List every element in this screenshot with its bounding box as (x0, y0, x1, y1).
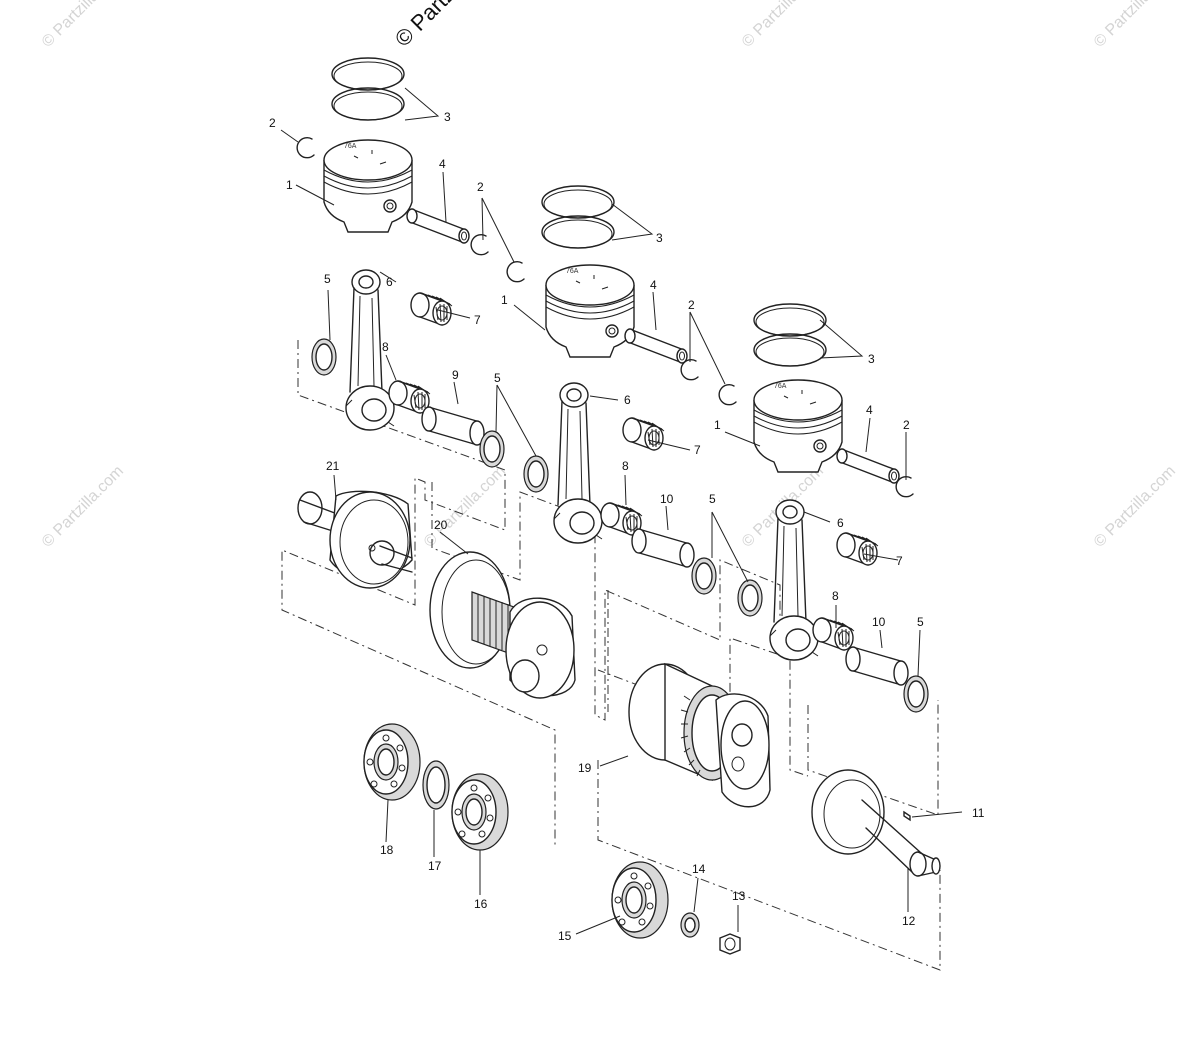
piston-assembly-2: 76A (541, 185, 763, 617)
callout-2: 2 (688, 298, 695, 312)
crankshaft-end-right (811, 769, 941, 877)
snap-ring (680, 359, 699, 381)
callout-7: 7 (474, 313, 481, 327)
piston-marking: 76A (566, 268, 579, 275)
piston-rings (541, 185, 615, 249)
callout-4: 4 (439, 157, 446, 171)
callout-12: 12 (902, 914, 916, 928)
piston-marking: 76A (344, 143, 357, 150)
callout-6: 6 (624, 393, 631, 407)
callout-7: 7 (694, 443, 701, 457)
callout-17: 17 (428, 859, 442, 873)
callout-14: 14 (692, 862, 706, 876)
watermark: © Partzilla.com (739, 0, 827, 51)
callout-3: 3 (868, 352, 875, 366)
callout-8: 8 (622, 459, 629, 473)
callout-11: 11 (972, 806, 985, 820)
callout-13: 13 (732, 889, 746, 903)
callout-3: 3 (656, 231, 663, 245)
needle-bearing (836, 532, 879, 566)
connecting-rod (769, 499, 819, 661)
piston (545, 264, 635, 358)
callout-8: 8 (832, 589, 839, 603)
piston-rings (753, 303, 827, 367)
piston-assembly-3: 76A (753, 303, 929, 713)
piston (753, 379, 843, 473)
callout-1: 1 (286, 178, 293, 192)
callout-2: 2 (903, 418, 910, 432)
thrust-washer (311, 338, 337, 376)
needle-bearing (622, 417, 665, 451)
callout-20: 20 (434, 518, 448, 532)
callout-6: 6 (386, 275, 393, 289)
thrust-washer (479, 430, 505, 468)
thrust-washer (523, 455, 549, 493)
piston (323, 139, 413, 233)
watermark-top: © Partz (390, 0, 460, 52)
watermark: © Partzilla.com (1091, 0, 1179, 51)
callout-6: 6 (837, 516, 844, 530)
callout-1: 1 (714, 418, 721, 432)
callout-5: 5 (709, 492, 716, 506)
thrust-washer (903, 675, 929, 713)
callout-10: 10 (660, 492, 674, 506)
crank-pin (845, 646, 909, 686)
callout-1: 1 (501, 293, 508, 307)
connecting-rod (553, 382, 603, 544)
crankshaft-section-middle (429, 551, 576, 699)
snap-ring (718, 384, 737, 406)
snap-ring (470, 234, 489, 256)
leader-lines (280, 87, 963, 935)
watermark: © Partzilla.com (1091, 463, 1179, 551)
piston-marking: 76A (774, 383, 787, 390)
callout-21: 21 (326, 459, 340, 473)
callout-8: 8 (382, 340, 389, 354)
wrist-pin (836, 448, 900, 484)
nut (719, 933, 741, 955)
callout-19: 19 (578, 761, 592, 775)
main-bearings (363, 723, 741, 955)
needle-bearing (388, 380, 431, 414)
watermark: © Partzilla.com (39, 0, 127, 51)
snap-ring (895, 476, 914, 498)
callouts: 2 1 3 4 2 3 5 6 7 1 4 2 3 8 9 5 6 1 4 2 … (269, 110, 985, 943)
needle-bearing (410, 292, 453, 326)
snap-ring (296, 137, 315, 159)
callout-7: 7 (896, 554, 903, 568)
piston-rings (331, 57, 405, 121)
callout-5: 5 (917, 615, 924, 629)
main-bearing (611, 861, 669, 939)
callout-2: 2 (269, 116, 276, 130)
snap-ring (506, 261, 525, 283)
callout-5: 5 (324, 272, 331, 286)
wrist-pin (406, 208, 470, 244)
callout-16: 16 (474, 897, 488, 911)
watermark: © Partzilla.com (421, 463, 509, 551)
callout-15: 15 (558, 929, 572, 943)
callout-3: 3 (444, 110, 451, 124)
crankshaft-end-left (297, 490, 413, 589)
needle-bearing (812, 617, 855, 651)
callout-2: 2 (477, 180, 484, 194)
watermark: © Partzilla.com (39, 463, 127, 551)
wrist-pin (624, 328, 688, 364)
piston-assembly-1: 76A (296, 57, 549, 493)
thrust-washer (737, 579, 763, 617)
main-bearing (363, 723, 421, 801)
callout-5: 5 (494, 371, 501, 385)
main-bearing (451, 773, 509, 851)
crank-pin (421, 406, 485, 446)
crankshaft-section-gear (628, 662, 771, 808)
callout-4: 4 (650, 278, 657, 292)
crank-pin (631, 528, 695, 568)
callout-4: 4 (866, 403, 873, 417)
callout-10: 10 (872, 615, 886, 629)
callout-9: 9 (452, 368, 459, 382)
thrust-washer (691, 557, 717, 595)
callout-18: 18 (380, 843, 394, 857)
